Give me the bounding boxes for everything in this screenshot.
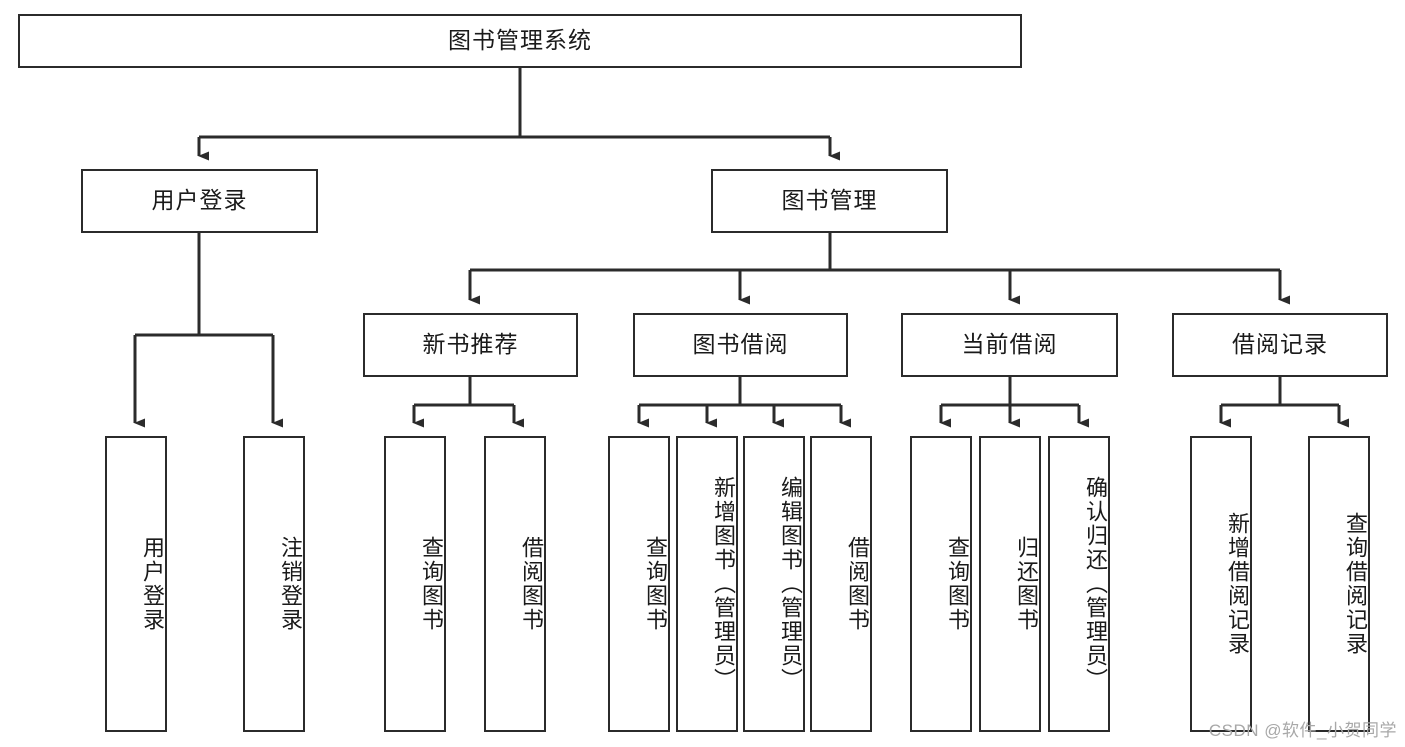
leaf-label: 查询借阅记录	[1343, 512, 1368, 656]
node-leaf-confirm-return[interactable]: 确认归还（管理员）	[1048, 436, 1110, 732]
node-leaf-query-record[interactable]: 查询借阅记录	[1308, 436, 1370, 732]
leaf-label: 注销登录	[278, 536, 303, 632]
leaf-label: 查询图书	[945, 536, 970, 632]
leaf-label: 归还图书	[1014, 536, 1039, 632]
node-leaf-query-books-3[interactable]: 查询图书	[910, 436, 972, 732]
node-user-login[interactable]: 用户登录	[81, 169, 318, 233]
node-current-borrow[interactable]: 当前借阅	[901, 313, 1118, 377]
node-root-system[interactable]: 图书管理系统	[18, 14, 1022, 68]
node-leaf-edit-book[interactable]: 编辑图书（管理员）	[743, 436, 805, 732]
leaf-label: 借阅图书	[845, 536, 870, 632]
leaf-label: 新增图书（管理员）	[711, 476, 736, 692]
node-leaf-return-book[interactable]: 归还图书	[979, 436, 1041, 732]
leaf-label: 编辑图书（管理员）	[778, 476, 803, 692]
leaf-label: 确认归还（管理员）	[1083, 476, 1108, 692]
node-leaf-user-login[interactable]: 用户登录	[105, 436, 167, 732]
node-leaf-borrow-books-2[interactable]: 借阅图书	[810, 436, 872, 732]
leaf-label: 用户登录	[140, 536, 165, 632]
node-borrow-record[interactable]: 借阅记录	[1172, 313, 1388, 377]
node-leaf-add-book[interactable]: 新增图书（管理员）	[676, 436, 738, 732]
leaf-label: 查询图书	[643, 536, 668, 632]
csdn-watermark: CSDN @软件_小贺同学	[1208, 721, 1397, 740]
node-leaf-query-books-1[interactable]: 查询图书	[384, 436, 446, 732]
node-leaf-query-books-2[interactable]: 查询图书	[608, 436, 670, 732]
node-book-management[interactable]: 图书管理	[711, 169, 948, 233]
leaf-label: 查询图书	[419, 536, 444, 632]
node-leaf-borrow-books-1[interactable]: 借阅图书	[484, 436, 546, 732]
node-leaf-logout[interactable]: 注销登录	[243, 436, 305, 732]
node-new-book-recommend[interactable]: 新书推荐	[363, 313, 578, 377]
node-book-borrow[interactable]: 图书借阅	[633, 313, 848, 377]
node-leaf-add-record[interactable]: 新增借阅记录	[1190, 436, 1252, 732]
leaf-label: 新增借阅记录	[1225, 512, 1250, 656]
leaf-label: 借阅图书	[519, 536, 544, 632]
